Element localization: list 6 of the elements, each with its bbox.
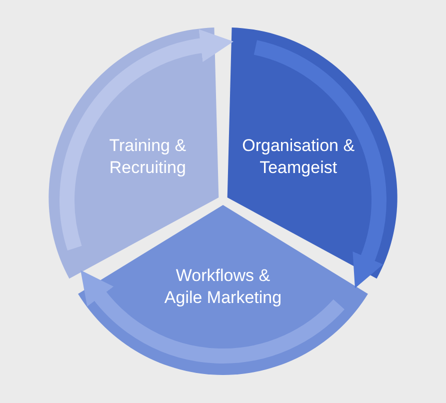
- segment-label: Organisation & Teamgeist: [241, 134, 356, 178]
- curved-arrow: [253, 40, 386, 289]
- segment-label: Training & Recruiting: [108, 134, 188, 178]
- curved-arrow: [60, 30, 234, 250]
- segment-label: Workflows & Agile Marketing: [163, 265, 283, 309]
- curved-arrow: [79, 271, 344, 364]
